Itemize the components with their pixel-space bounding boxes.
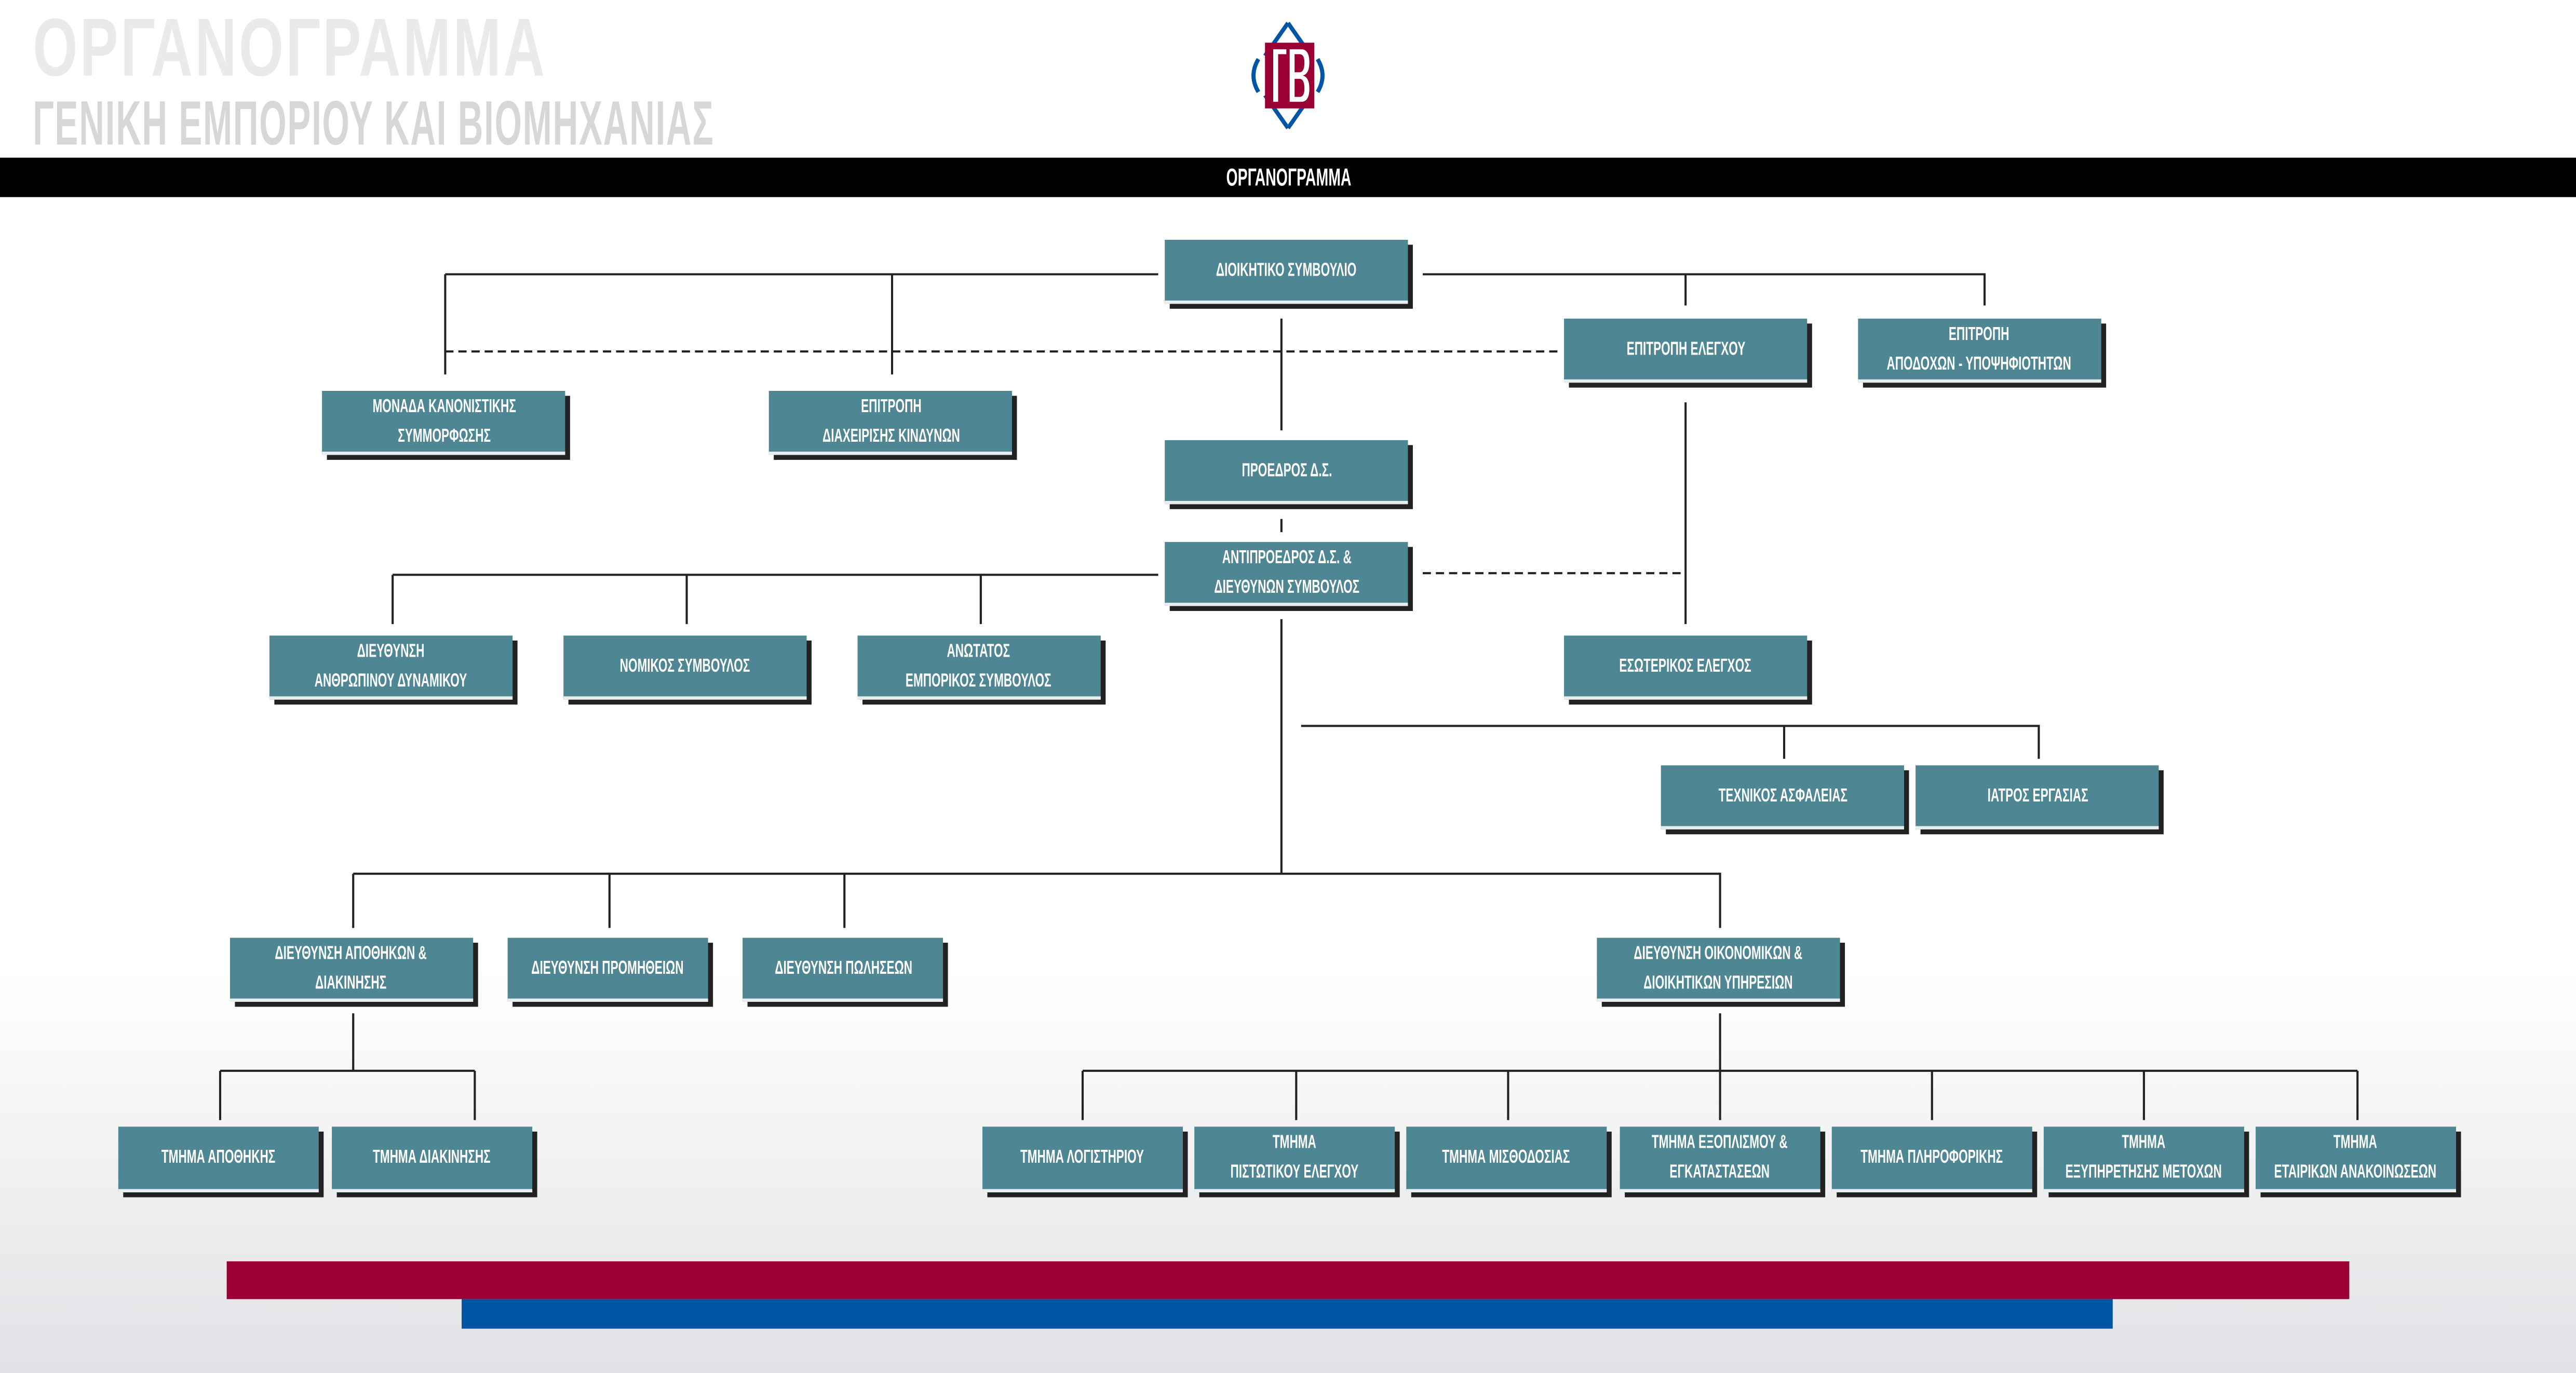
node-label: ΤΜΗΜΑ ΜΙΣΘΟΔΟΣΙΑΣ xyxy=(1442,1148,1571,1168)
node-warehouse-dept: ΤΜΗΜΑ ΑΠΟΘΗΚΗΣ xyxy=(118,1126,319,1192)
node-sales: ΔΙΕΥΘΥΝΣΗ ΠΩΛΗΣΕΩΝ xyxy=(743,937,943,1002)
node-label: ΙΑΤΡΟΣ ΕΡΓΑΣΙΑΣ xyxy=(1987,785,2088,806)
node-finance: ΔΙΕΥΘΥΝΣΗ ΟΙΚΟΝΟΜΙΚΩΝ & ΔΙΟΙΚΗΤΙΚΩΝ ΥΠΗΡ… xyxy=(1597,937,1840,1002)
node-it: ΤΜΗΜΑ ΠΛΗΡΟΦΟΡΙΚΗΣ xyxy=(1831,1126,2032,1192)
node-compliance: ΜΟΝΑΔΑ ΚΑΝΟΝΙΣΤΙΚΗΣ ΣΥΜΜΟΡΦΩΣΗΣ xyxy=(322,391,565,455)
node-label: ΔΙΕΥΘΥΝΣΗ ΠΩΛΗΣΕΩΝ xyxy=(774,958,912,978)
watermark-company: ΓΕΝΙΚΗ ΕΜΠΟΡΙΟΥ ΚΑΙ ΒΙΟΜΗΧΑΝΙΑΣ xyxy=(33,90,714,159)
company-logo xyxy=(1251,22,1325,130)
node-chairman: ΠΡΟΕΔΡΟΣ Δ.Σ. xyxy=(1165,440,1408,505)
node-ceo: ΑΝΤΙΠΡΟΕΔΡΟΣ Δ.Σ. & ΔΙΕΥΘΥΝΩΝ ΣΥΜΒΟΥΛΟΣ xyxy=(1165,542,1408,606)
title-bar-label: ΟΡΓΑΝΟΓΡΑΜΜΑ xyxy=(1225,164,1351,193)
node-risk-committee: ΕΠΙΤΡΟΠΗ ΔΙΑΧΕΙΡΙΣΗΣ ΚΙΝΔΥΝΩΝ xyxy=(768,391,1012,455)
node-accounting: ΤΜΗΜΑ ΛΟΓΙΣΤΗΡΙΟΥ xyxy=(982,1126,1183,1192)
node-label: ΤΜΗΜΑ ΕΤΑΙΡΙΚΩΝ ΑΝΑΚΟΙΝΩΣΕΩΝ xyxy=(2274,1133,2437,1183)
node-internal-audit: ΕΣΩΤΕΡΙΚΟΣ ΕΛΕΓΧΟΣ xyxy=(1564,635,1808,700)
node-label: ΔΙΕΥΘΥΝΣΗ ΠΡΟΜΗΘΕΙΩΝ xyxy=(532,958,684,978)
footer-blue-bar xyxy=(462,1299,2113,1329)
node-label: ΕΠΙΤΡΟΠΗ ΑΠΟΔΟΧΩΝ - ΥΠΟΨΗΦΙΟΤΗΤΩΝ xyxy=(1887,324,2072,374)
node-label: ΕΠΙΤΡΟΠΗ ΕΛΕΓΧΟΥ xyxy=(1626,339,1745,359)
node-label: ΤΜΗΜΑ ΠΙΣΤΩΤΙΚΟΥ ΕΛΕΓΧΟΥ xyxy=(1230,1133,1359,1183)
node-label: ΔΙΟΙΚΗΤΙΚΟ ΣΥΜΒΟΥΛΙΟ xyxy=(1216,260,1357,280)
node-board: ΔΙΟΙΚΗΤΙΚΟ ΣΥΜΒΟΥΛΙΟ xyxy=(1165,239,1408,304)
node-payroll: ΤΜΗΜΑ ΜΙΣΘΟΔΟΣΙΑΣ xyxy=(1406,1126,1607,1192)
node-label: ΤΜΗΜΑ ΛΟΓΙΣΤΗΡΙΟΥ xyxy=(1020,1148,1145,1168)
node-legal: ΝΟΜΙΚΟΣ ΣΥΜΒΟΥΛΟΣ xyxy=(563,635,807,700)
node-commercial-advisor: ΑΝΩΤΑΤΟΣ ΕΜΠΟΡΙΚΟΣ ΣΥΜΒΟΥΛΟΣ xyxy=(857,635,1101,700)
node-facilities: ΤΜΗΜΑ ΕΞΟΠΛΙΣΜΟΥ & ΕΓΚΑΤΑΣΤΑΣΕΩΝ xyxy=(1620,1126,1820,1192)
node-label: ΜΟΝΑΔΑ ΚΑΝΟΝΙΣΤΙΚΗΣ ΣΥΜΜΟΡΦΩΣΗΣ xyxy=(372,397,516,446)
node-occupational-doctor: ΙΑΤΡΟΣ ΕΡΓΑΣΙΑΣ xyxy=(1916,765,2159,830)
title-bar: ΟΡΓΑΝΟΓΡΑΜΜΑ xyxy=(0,157,2576,197)
node-label: ΕΣΩΤΕΡΙΚΟΣ ΕΛΕΓΧΟΣ xyxy=(1620,656,1752,676)
node-distribution-dept: ΤΜΗΜΑ ΔΙΑΚΙΝΗΣΗΣ xyxy=(332,1126,533,1192)
watermark-title: ΟΡΓΑΝΟΓΡΑΜΜΑ xyxy=(33,2,547,94)
node-corporate-announcements: ΤΜΗΜΑ ΕΤΑΙΡΙΚΩΝ ΑΝΑΚΟΙΝΩΣΕΩΝ xyxy=(2256,1126,2457,1192)
node-hr: ΔΙΕΥΘΥΝΣΗ ΑΝΘΡΩΠΙΝΟΥ ΔΥΝΑΜΙΚΟΥ xyxy=(269,635,513,700)
node-credit-control: ΤΜΗΜΑ ΠΙΣΤΩΤΙΚΟΥ ΕΛΕΓΧΟΥ xyxy=(1194,1126,1395,1192)
node-remuneration-committee: ΕΠΙΤΡΟΠΗ ΑΠΟΔΟΧΩΝ - ΥΠΟΨΗΦΙΟΤΗΤΩΝ xyxy=(1858,318,2101,383)
node-label: ΤΜΗΜΑ ΑΠΟΘΗΚΗΣ xyxy=(161,1148,276,1168)
node-procurement: ΔΙΕΥΘΥΝΣΗ ΠΡΟΜΗΘΕΙΩΝ xyxy=(507,937,708,1002)
node-audit-committee: ΕΠΙΤΡΟΠΗ ΕΛΕΓΧΟΥ xyxy=(1564,318,1808,383)
footer-red-bar xyxy=(226,1261,2350,1299)
node-label: ΔΙΕΥΘΥΝΣΗ ΑΠΟΘΗΚΩΝ & ΔΙΑΚΙΝΗΣΗΣ xyxy=(275,943,428,993)
node-label: ΤΜΗΜΑ ΕΞΥΠΗΡΕΤΗΣΗΣ ΜΕΤΟΧΩΝ xyxy=(2066,1133,2222,1183)
node-safety-technician: ΤΕΧΝΙΚΟΣ ΑΣΦΑΛΕΙΑΣ xyxy=(1661,765,1904,830)
node-label: ΔΙΕΥΘΥΝΣΗ ΟΙΚΟΝΟΜΙΚΩΝ & ΔΙΟΙΚΗΤΙΚΩΝ ΥΠΗΡ… xyxy=(1634,943,1803,993)
node-label: ΤΜΗΜΑ ΕΞΟΠΛΙΣΜΟΥ & ΕΓΚΑΤΑΣΤΑΣΕΩΝ xyxy=(1652,1133,1788,1183)
node-label: ΠΡΟΕΔΡΟΣ Δ.Σ. xyxy=(1241,460,1332,481)
node-label: ΤΜΗΜΑ ΔΙΑΚΙΝΗΣΗΣ xyxy=(373,1148,491,1168)
node-label: ΤΕΧΝΙΚΟΣ ΑΣΦΑΛΕΙΑΣ xyxy=(1718,785,1847,806)
node-label: ΑΝΤΙΠΡΟΕΔΡΟΣ Δ.Σ. & ΔΙΕΥΘΥΝΩΝ ΣΥΜΒΟΥΛΟΣ xyxy=(1213,548,1359,597)
node-label: ΝΟΜΙΚΟΣ ΣΥΜΒΟΥΛΟΣ xyxy=(620,656,750,676)
node-warehouses: ΔΙΕΥΘΥΝΣΗ ΑΠΟΘΗΚΩΝ & ΔΙΑΚΙΝΗΣΗΣ xyxy=(230,937,474,1002)
node-label: ΕΠΙΤΡΟΠΗ ΔΙΑΧΕΙΡΙΣΗΣ ΚΙΝΔΥΝΩΝ xyxy=(821,397,960,446)
node-label: ΔΙΕΥΘΥΝΣΗ ΑΝΘΡΩΠΙΝΟΥ ΔΥΝΑΜΙΚΟΥ xyxy=(315,641,467,691)
node-label: ΤΜΗΜΑ ΠΛΗΡΟΦΟΡΙΚΗΣ xyxy=(1860,1148,2003,1168)
node-label: ΑΝΩΤΑΤΟΣ ΕΜΠΟΡΙΚΟΣ ΣΥΜΒΟΥΛΟΣ xyxy=(906,641,1053,691)
node-shareholder-services: ΤΜΗΜΑ ΕΞΥΠΗΡΕΤΗΣΗΣ ΜΕΤΟΧΩΝ xyxy=(2043,1126,2244,1192)
